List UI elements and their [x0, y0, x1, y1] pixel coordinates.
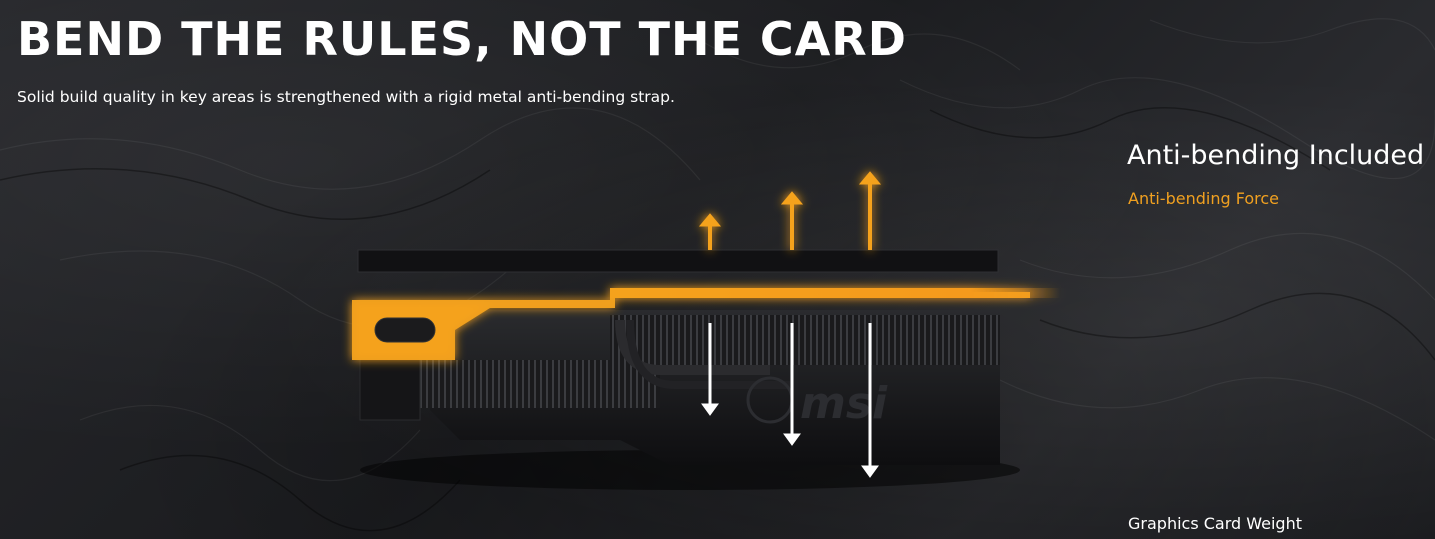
graphics-card-weight-label: Graphics Card Weight	[1128, 514, 1302, 533]
weight-arrow-down-icon	[783, 323, 801, 446]
strap-slot	[374, 317, 436, 343]
card-heatpipe	[626, 319, 790, 389]
brand-logo: msi	[800, 378, 888, 429]
anti-bending-included-label: Anti-bending Included	[1127, 140, 1425, 171]
force-arrows	[698, 171, 882, 250]
card-backplate	[357, 249, 999, 273]
force-arrow-up-icon	[858, 171, 882, 250]
page-subtitle: Solid build quality in key areas is stre…	[17, 88, 675, 106]
weight-arrow-down-icon	[701, 323, 719, 416]
card-heatsink-fins	[610, 315, 1000, 365]
force-arrow-up-icon	[698, 213, 722, 250]
weight-arrows	[701, 323, 879, 478]
page-title: BEND THE RULES, NOT THE CARD	[17, 12, 907, 66]
force-arrow-up-icon	[780, 191, 804, 250]
anti-bending-strap	[352, 288, 1060, 360]
card-heatsink-lower	[420, 360, 660, 408]
weight-arrow-down-icon	[861, 323, 879, 478]
graphics-card-illustration: msi	[352, 171, 1060, 490]
anti-bending-force-label: Anti-bending Force	[1128, 189, 1279, 208]
